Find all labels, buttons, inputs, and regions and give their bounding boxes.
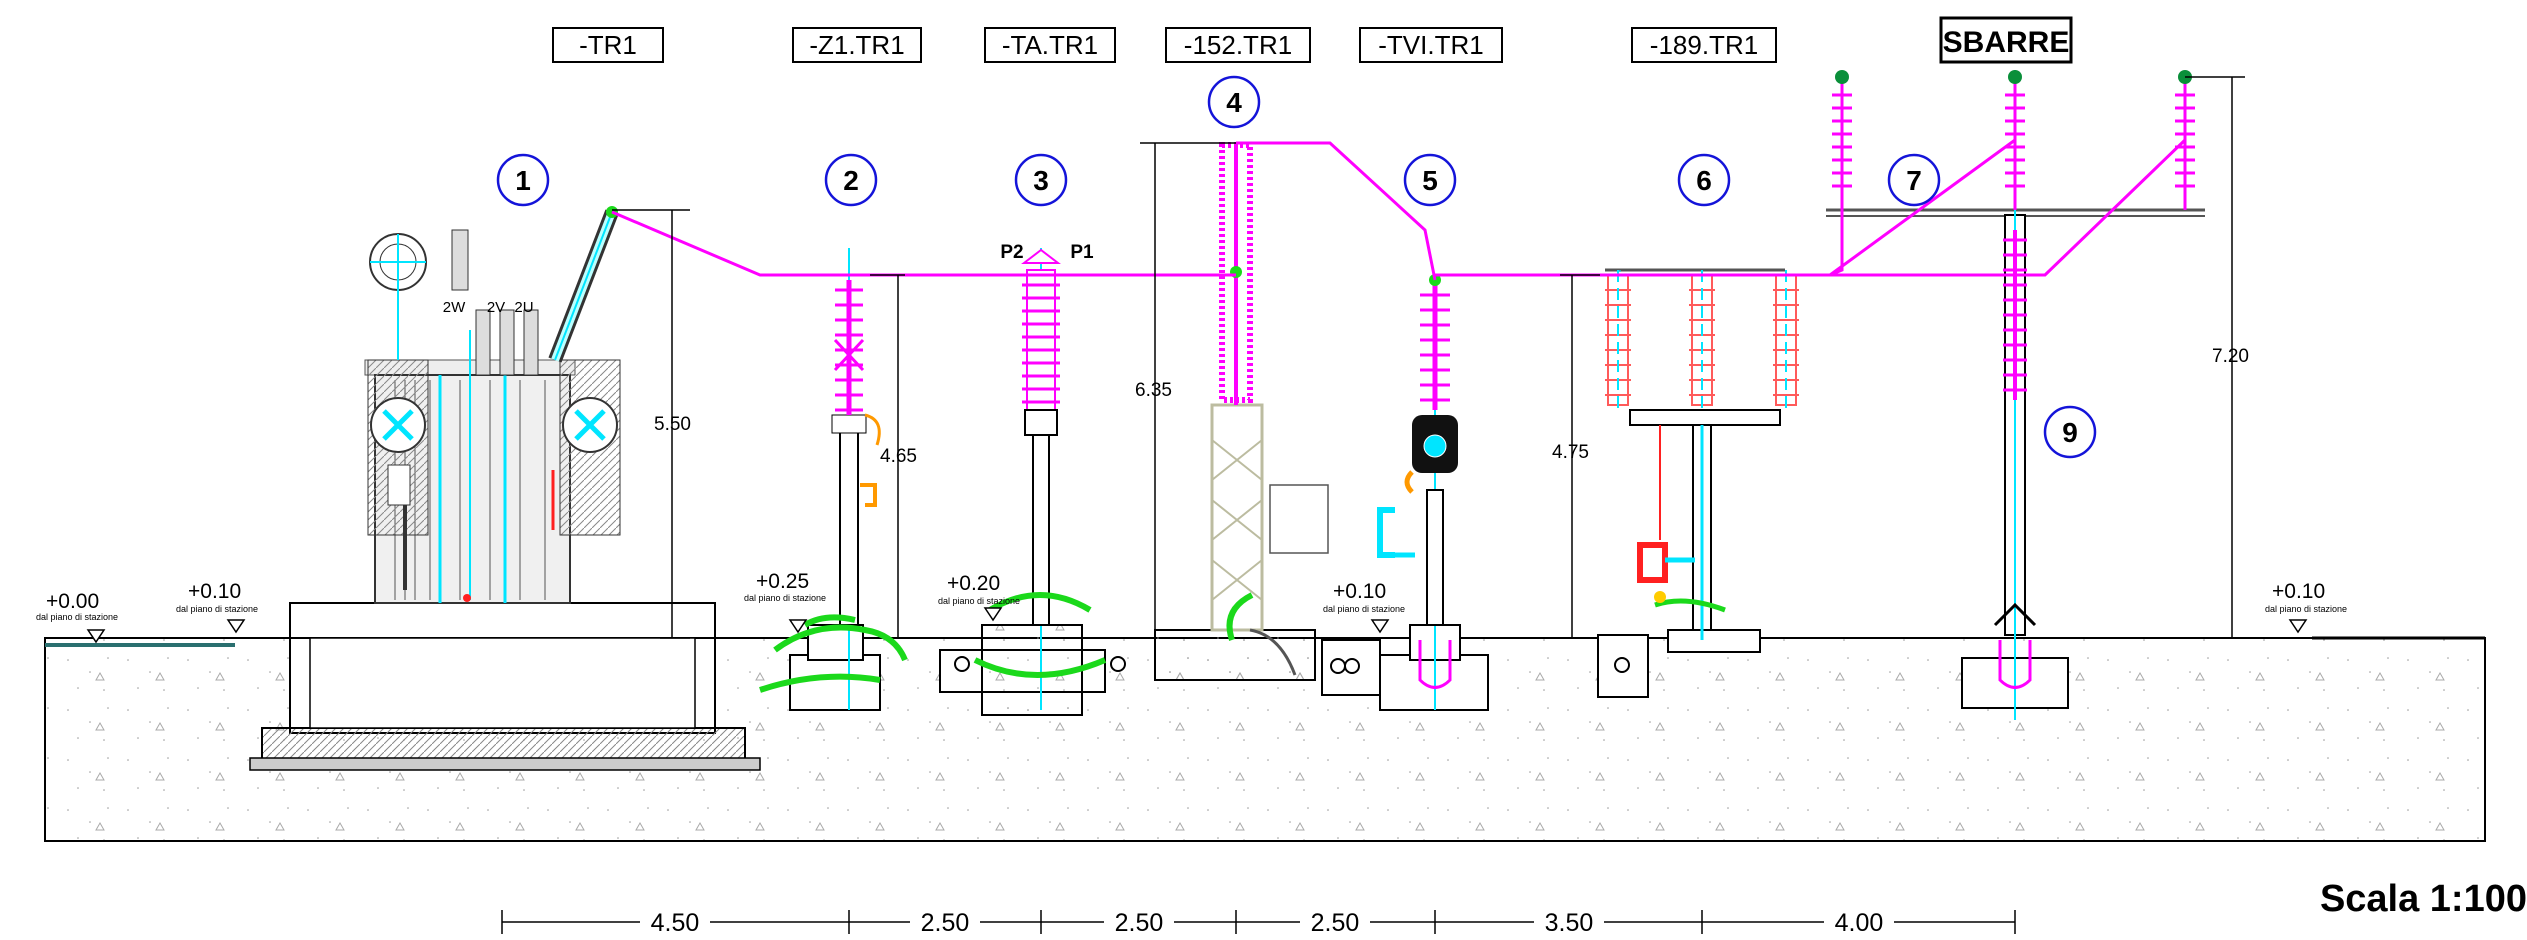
disconnector (1597, 268, 1799, 698)
level-note-4: dal piano di stazione (938, 596, 1020, 606)
height-4-75: 4.75 (1552, 442, 1589, 463)
level-0-10-c: +0.10 (2272, 580, 2325, 603)
tag-tr1: -TR1 (579, 30, 637, 60)
tag-sbarre: SBARRE (1943, 26, 2070, 59)
level-0-00: +0.00 (46, 590, 99, 613)
height-7-20: 7.20 (2212, 346, 2249, 367)
tag-152: -152.TR1 (1184, 30, 1292, 60)
level-markers (86, 607, 2308, 644)
level-note-1: dal piano di stazione (36, 612, 118, 622)
level-note-5: dal piano di stazione (1323, 604, 1405, 614)
surge-arrester (759, 248, 908, 711)
scale-label: Scala 1:100 (2319, 878, 2527, 920)
tag-189: -189.TR1 (1650, 30, 1758, 60)
spacing-1: 4.50 (651, 909, 700, 937)
conductor-line (611, 138, 2187, 281)
terminal-label-2u: 2U (514, 299, 533, 316)
busbar-support (1826, 70, 2205, 720)
voltage-transformer (1377, 274, 1489, 711)
level-0-25: +0.25 (756, 570, 809, 593)
spacing-dimensions (501, 910, 2016, 934)
height-dimensions (612, 76, 2245, 639)
terminal-label-2w: 2W (443, 299, 466, 316)
level-note-3: dal piano di stazione (744, 593, 826, 603)
spacing-3: 2.50 (1115, 909, 1164, 937)
current-transformer (939, 248, 1126, 716)
spacing-5: 3.50 (1545, 909, 1594, 937)
height-labels: 5.50 4.65 6.35 4.75 7.20 (654, 346, 2249, 467)
level-note-2: dal piano di stazione (176, 604, 258, 614)
spacing-2: 2.50 (921, 909, 970, 937)
level-0-20: +0.20 (947, 572, 1000, 595)
marker-9: 9 (2062, 417, 2078, 448)
circuit-breaker (1154, 142, 1381, 696)
level-0-10-a: +0.10 (188, 580, 241, 603)
tag-z1: -Z1.TR1 (809, 30, 904, 60)
spacing-4: 2.50 (1311, 909, 1360, 937)
height-4-65: 4.65 (880, 446, 917, 467)
spacing-labels: 4.50 2.50 2.50 2.50 3.50 4.00 (640, 908, 1894, 937)
marker-2: 2 (843, 165, 859, 196)
level-labels: +0.00 +0.10 +0.25 +0.20 +0.10 +0.10 dal … (36, 570, 2347, 622)
marker-5: 5 (1422, 165, 1438, 196)
item-marker-labels: 1 2 3 4 5 6 7 9 (515, 87, 2078, 448)
terminal-label-2v: 2V (487, 299, 505, 316)
level-0-10-b: +0.10 (1333, 580, 1386, 603)
marker-7: 7 (1906, 165, 1922, 196)
terminal-label-p1: P1 (1070, 242, 1094, 263)
tag-boxes (552, 16, 2073, 64)
marker-4: 4 (1226, 87, 1242, 118)
height-6-35: 6.35 (1135, 380, 1172, 401)
tag-labels: -TR1 -Z1.TR1 -TA.TR1 -152.TR1 -TVI.TR1 -… (579, 26, 2069, 60)
power-transformer (364, 206, 621, 604)
marker-6: 6 (1696, 165, 1712, 196)
item-markers (496, 75, 2097, 459)
marker-1: 1 (515, 165, 531, 196)
transformer-foundation (249, 602, 761, 771)
tag-ta: -TA.TR1 (1002, 30, 1098, 60)
terminal-label-p2: P2 (1000, 242, 1023, 263)
tag-tvi: -TVI.TR1 (1378, 30, 1483, 60)
level-note-6: dal piano di stazione (2265, 604, 2347, 614)
height-5-50: 5.50 (654, 414, 691, 435)
spacing-6: 4.00 (1835, 909, 1884, 937)
marker-3: 3 (1033, 165, 1049, 196)
